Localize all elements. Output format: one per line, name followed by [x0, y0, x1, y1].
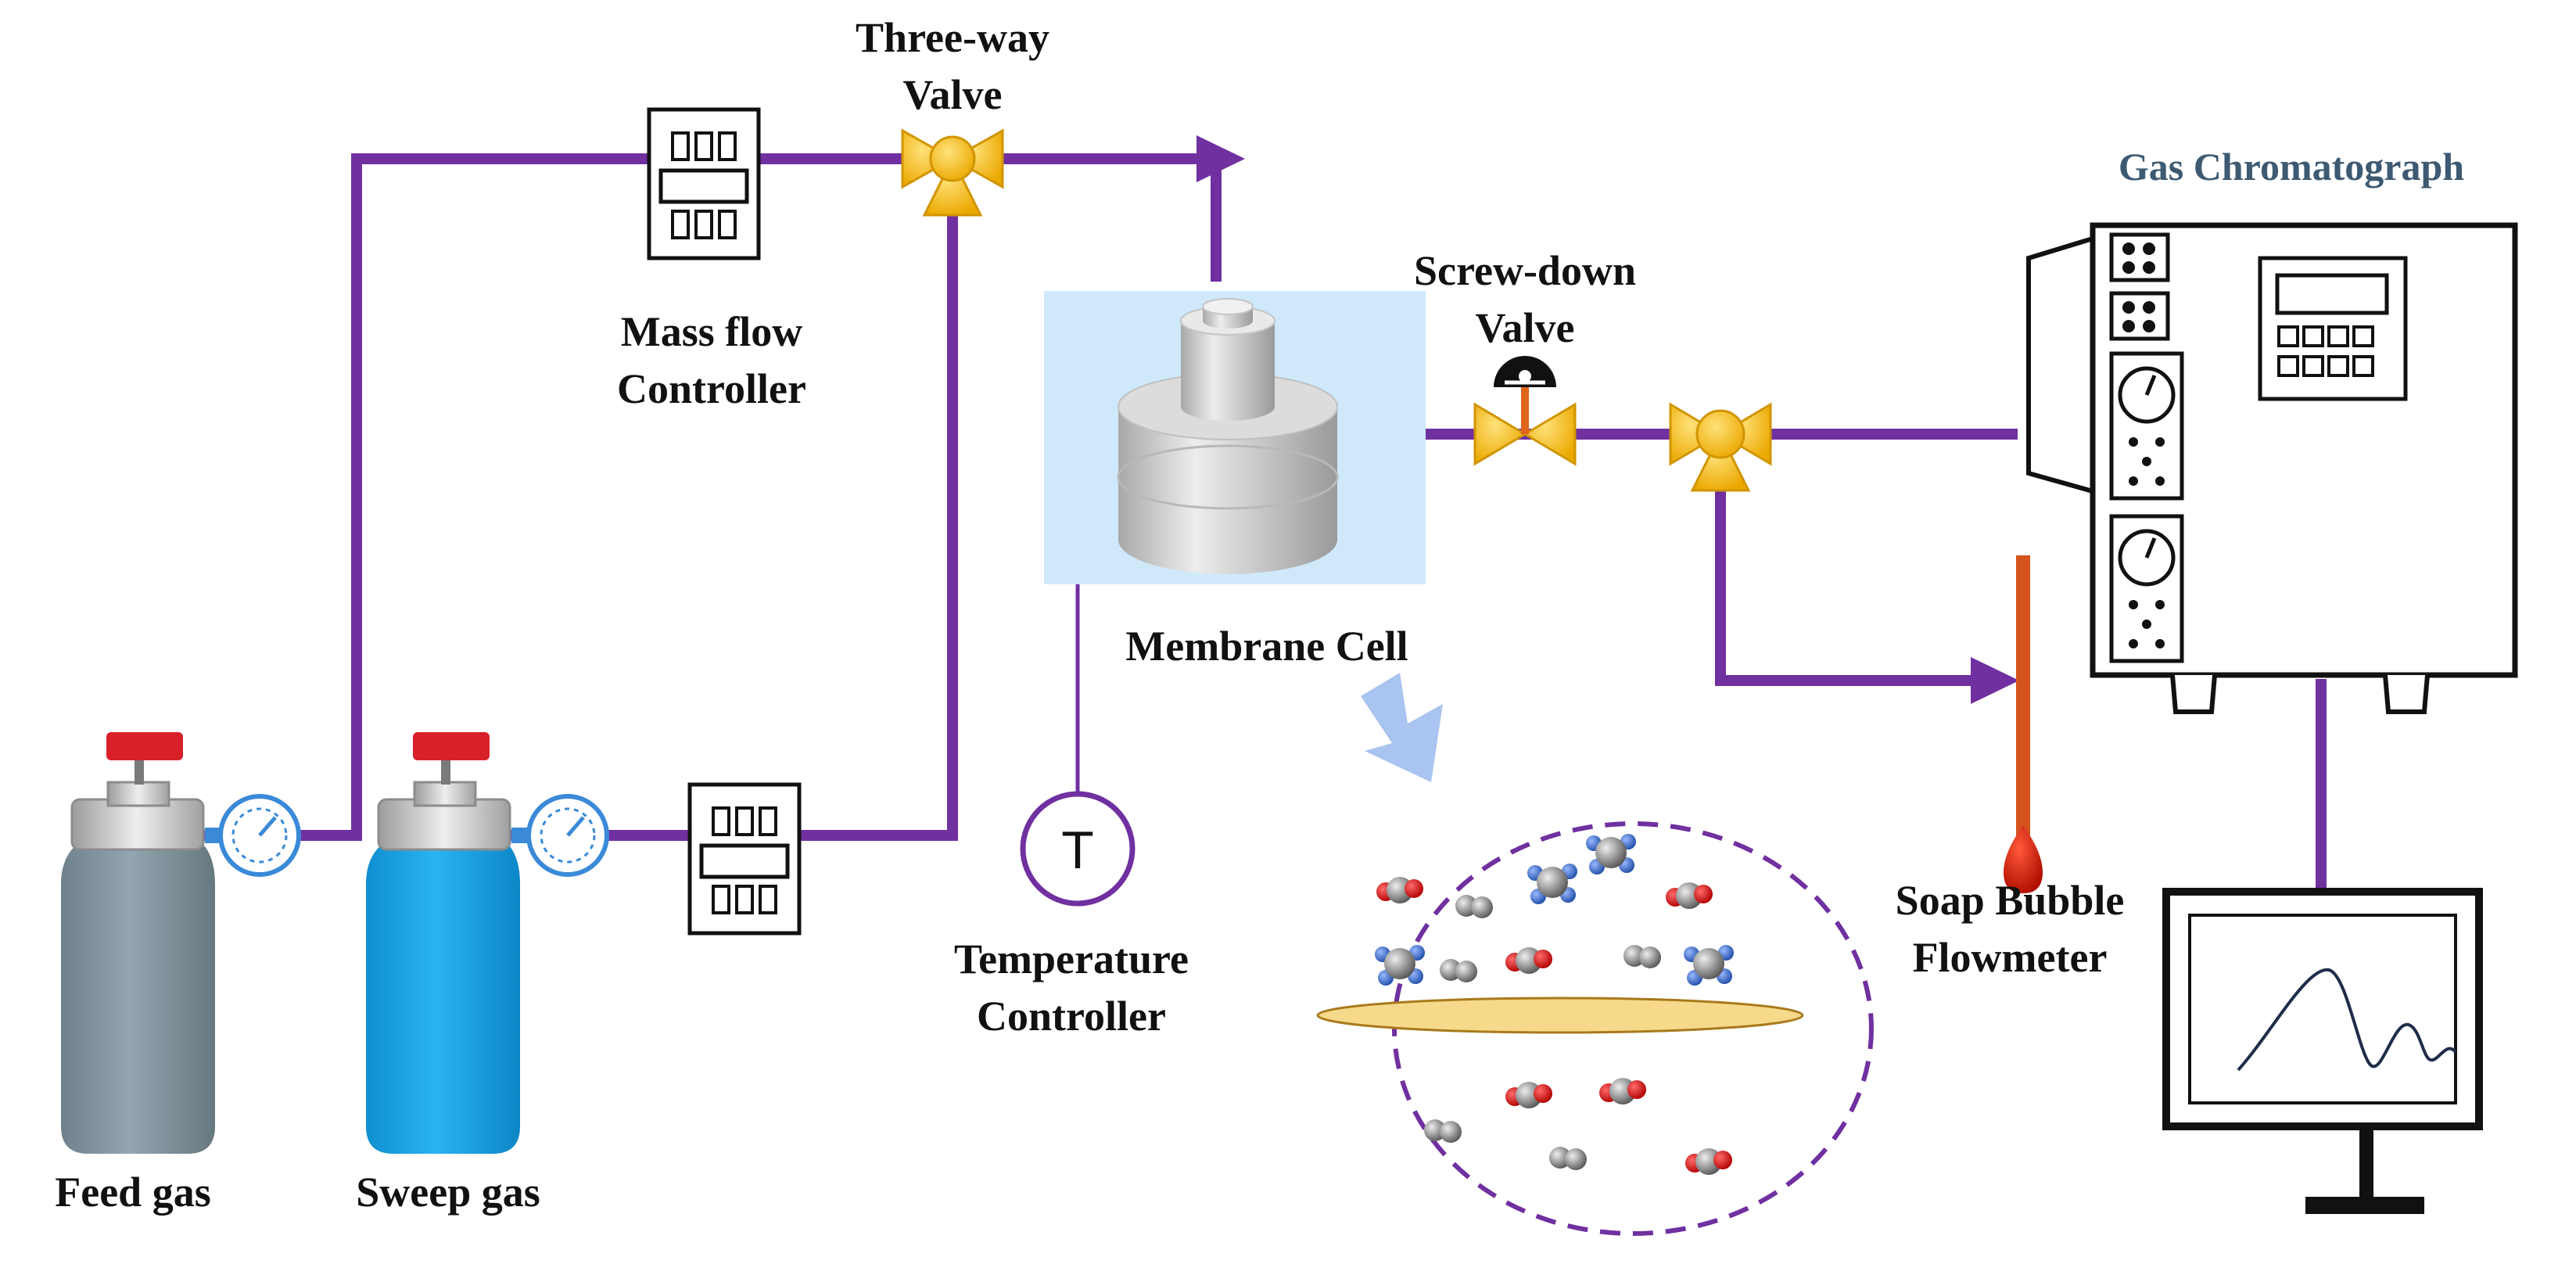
- atom: [1694, 885, 1713, 903]
- mass-flow-controller-bottom: [687, 782, 802, 936]
- atom: [1713, 1151, 1732, 1169]
- label-soap-bubble-line1: Soap Bubble: [1895, 877, 2125, 924]
- atom: [1384, 948, 1415, 979]
- atom: [1455, 961, 1477, 982]
- temperature-symbol: T: [1061, 821, 1094, 880]
- atom: [1639, 946, 1661, 968]
- label-membrane-cell: Membrane Cell: [1125, 623, 1408, 670]
- screw-down-valve-icon: [1473, 356, 1577, 466]
- chromatogram-trace: [2237, 968, 2457, 1072]
- temperature-controller-icon: T: [1020, 791, 1136, 907]
- membrane-detail-inset: [1316, 821, 1874, 1236]
- atom: [1595, 837, 1627, 868]
- atom: [1693, 948, 1724, 979]
- label-temperature-line1: Temperature: [954, 936, 1189, 982]
- label-mass-flow-line1: Mass flow: [620, 308, 803, 355]
- mass-flow-controller-top: [647, 107, 761, 260]
- sweep-gas-line: [500, 194, 958, 841]
- gas-chromatograph-icon: [2026, 222, 2518, 714]
- label-soap-bubble-flowmeter: Soap Bubble Flowmeter: [1869, 872, 2151, 986]
- atom: [1534, 1084, 1552, 1103]
- label-three-way-valve: Three-way Valve: [827, 9, 1078, 124]
- label-mass-flow-controller: Mass flow Controller: [579, 303, 845, 418]
- atom: [1534, 950, 1552, 968]
- label-three-way-valve-line1: Three-way: [856, 14, 1049, 61]
- monitor-icon: [2162, 888, 2483, 1214]
- atom: [1537, 867, 1568, 898]
- label-feed-gas: Feed gas: [55, 1169, 211, 1216]
- soap-bubble-flowmeter-icon: [2004, 555, 2043, 893]
- gas-molecules: [1375, 834, 1734, 1175]
- feed-gas-line: [196, 153, 1222, 841]
- label-temperature-controller: Temperature Controller: [923, 931, 1220, 1045]
- label-screw-down-line2: Valve: [1475, 303, 1575, 351]
- label-three-way-valve-line2: Valve: [902, 70, 1003, 118]
- feed-gas-cylinder: [61, 732, 301, 1154]
- flowmeter-branch-line: [1715, 469, 1975, 686]
- atom: [1440, 1121, 1462, 1143]
- atom: [1471, 896, 1493, 918]
- label-sweep-gas: Sweep gas: [356, 1169, 540, 1216]
- sweep-gas-cylinder: [366, 732, 609, 1154]
- membrane-disc: [1316, 997, 1804, 1034]
- label-screw-down-valve: Screw-down Valve: [1392, 242, 1658, 357]
- three-way-valve-outlet-icon: [1669, 402, 1772, 492]
- atom: [1405, 879, 1423, 898]
- label-soap-bubble-line2: Flowmeter: [1912, 933, 2108, 981]
- label-screw-down-line1: Screw-down: [1413, 247, 1636, 294]
- zoom-arrow-icon: [1361, 673, 1443, 782]
- arrow-right-head-flowmeter: [1971, 657, 2019, 704]
- arrow-right-head: [1197, 135, 1245, 182]
- label-mass-flow-line2: Controller: [617, 365, 806, 412]
- membrane-cell-icon: [1117, 298, 1339, 574]
- atom: [1627, 1080, 1646, 1099]
- label-gas-chromatograph: Gas Chromatograph: [2118, 145, 2465, 189]
- atom: [1565, 1148, 1587, 1170]
- label-temperature-line2: Controller: [977, 992, 1166, 1040]
- three-way-valve-icon: [901, 128, 1004, 217]
